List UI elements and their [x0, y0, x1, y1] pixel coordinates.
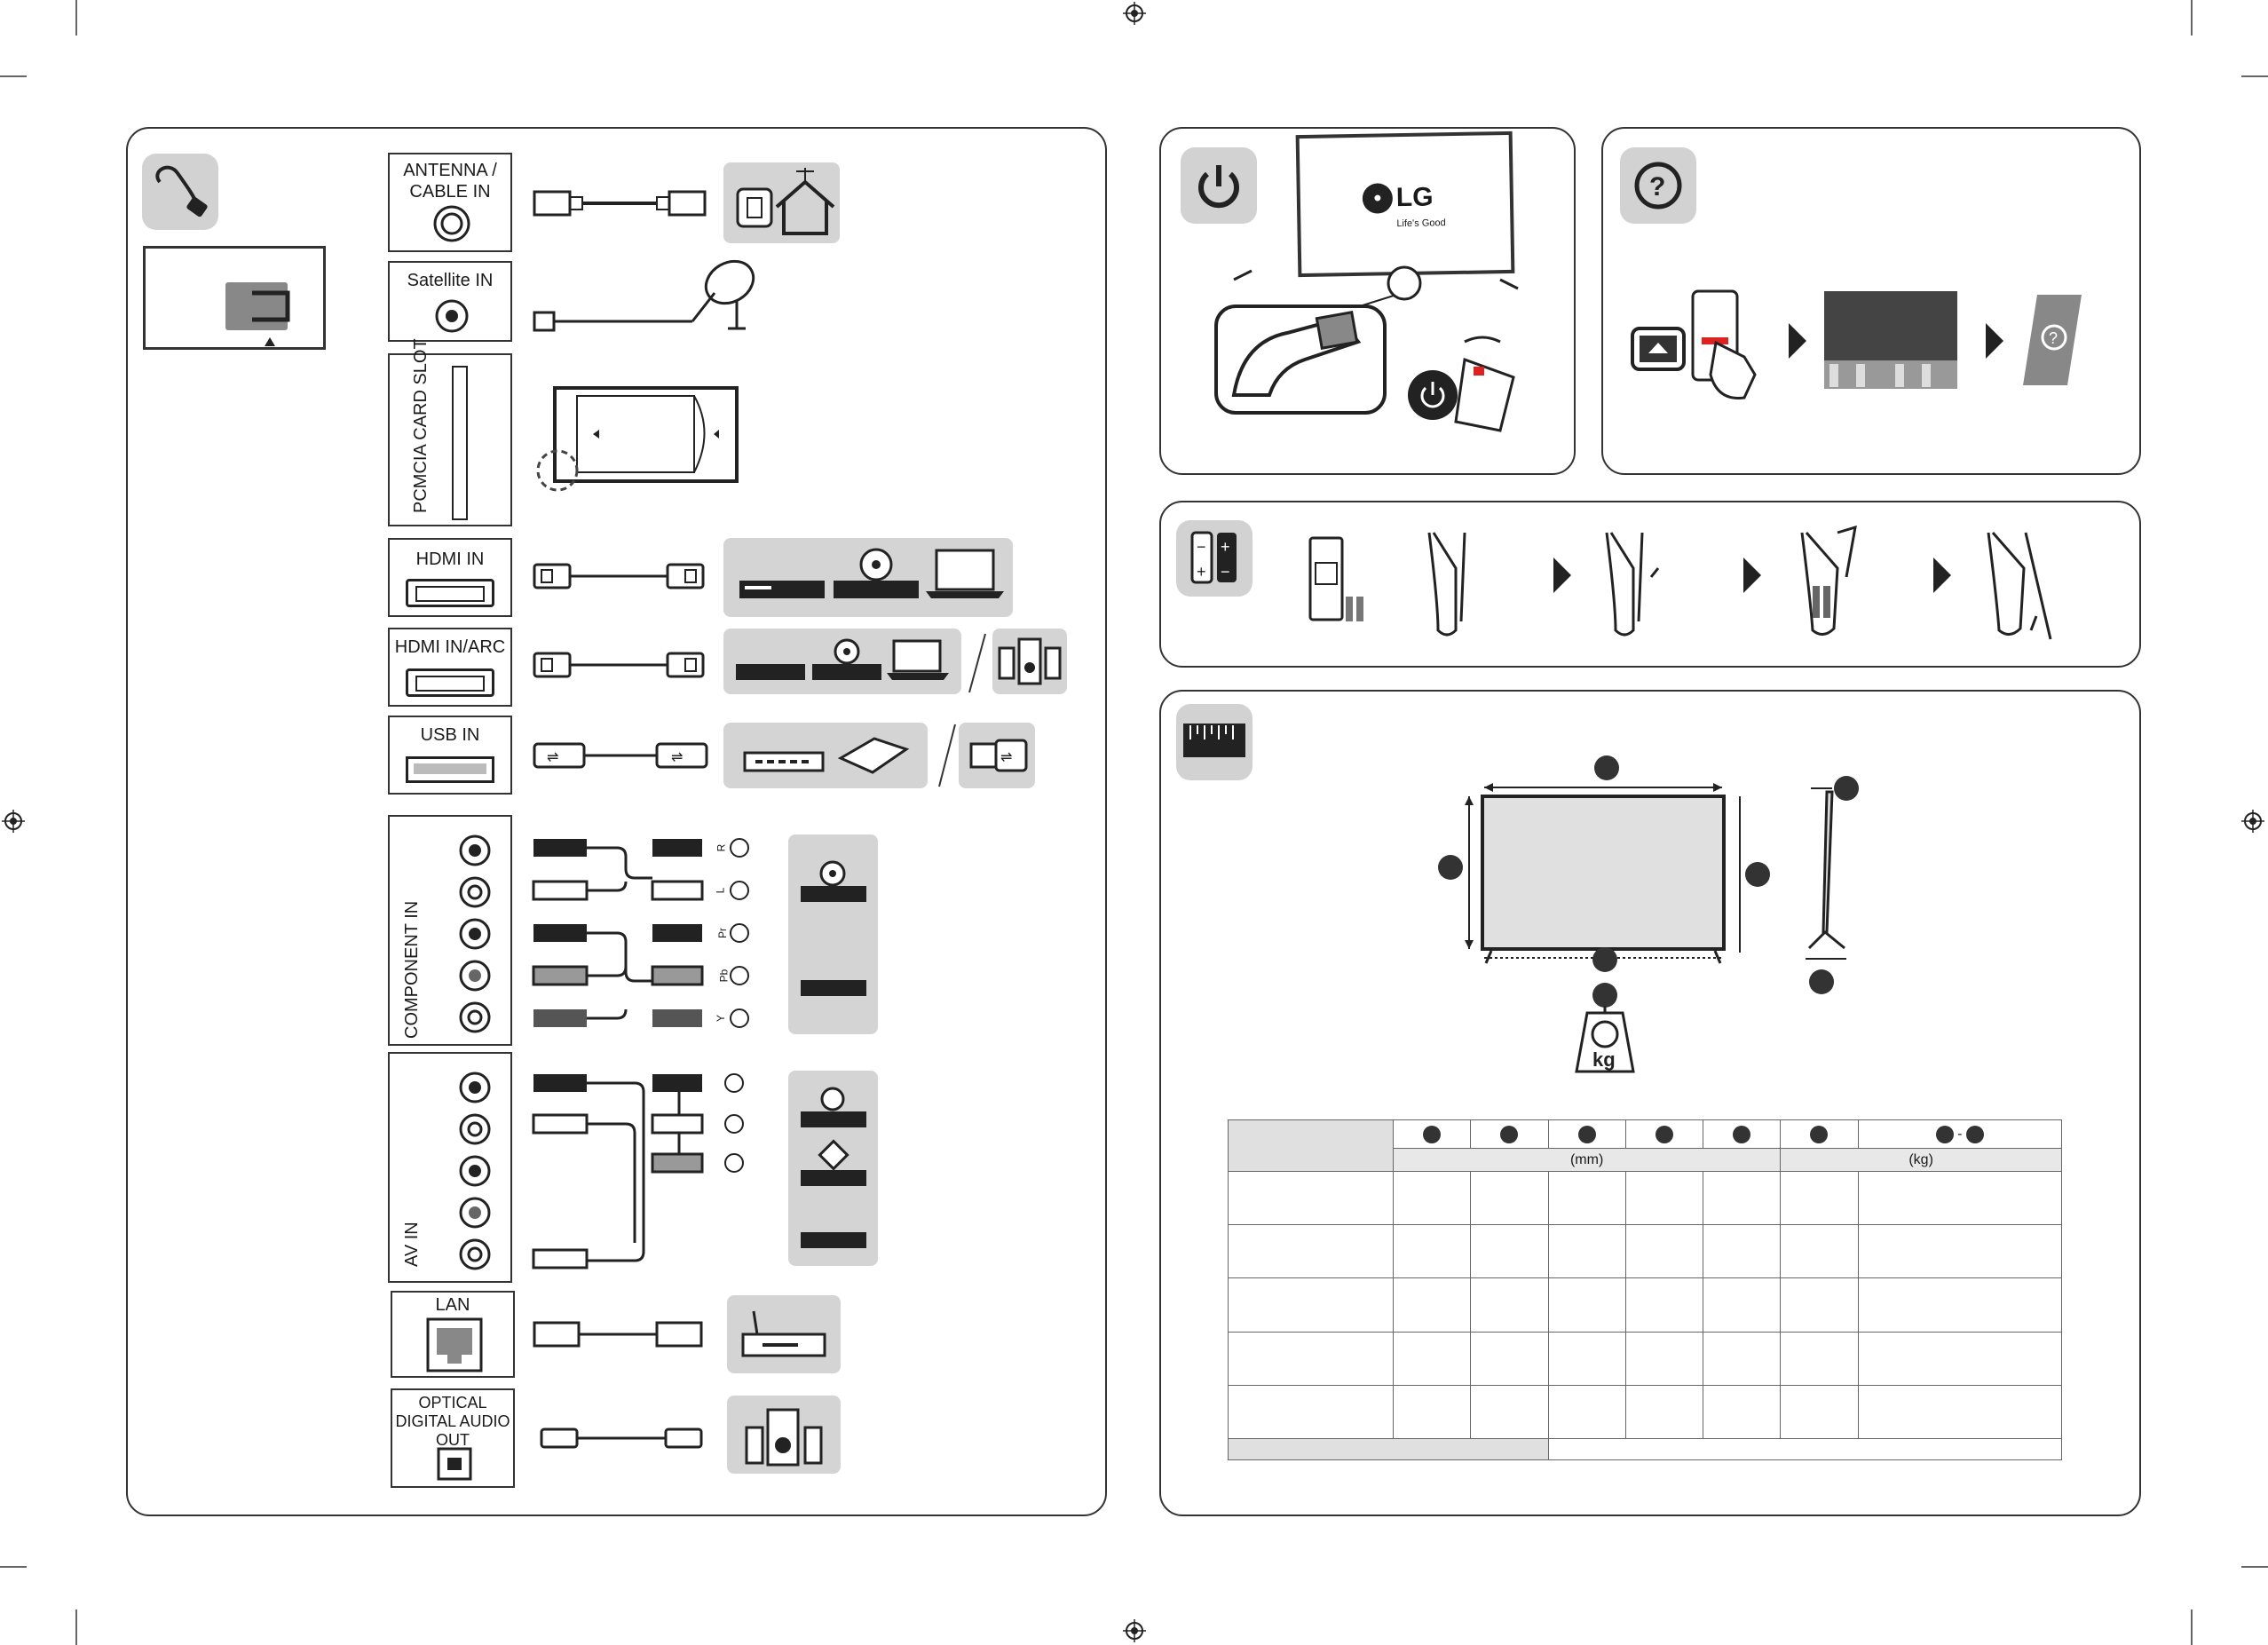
audio-system-zone — [727, 1396, 841, 1474]
remote-back-open — [1607, 533, 1658, 635]
battery-steps — [1305, 524, 2122, 657]
svg-text:?: ? — [2049, 329, 2058, 347]
optical-port-box: OPTICAL DIGITAL AUDIO OUT — [391, 1388, 515, 1488]
jack-l: L — [714, 888, 726, 894]
step-arrow-1 — [1553, 558, 1571, 593]
hdmi-arc-port-box: HDMI IN/ARC — [388, 628, 512, 707]
tv-back-diagram — [143, 246, 326, 350]
usb-hub-icon — [745, 753, 823, 771]
battery-icon: −++− — [1176, 520, 1253, 597]
satellite-port-box: Satellite IN — [388, 261, 512, 342]
hdmi-arc-label: HDMI IN/ARC — [390, 637, 510, 658]
usb-stick-icon: ⇌ — [959, 723, 1035, 788]
hard-drive-icon — [841, 739, 906, 772]
svg-text:+: + — [1197, 563, 1206, 581]
antenna-port-box: ANTENNA / CABLE IN — [388, 153, 512, 252]
component-port-box: COMPONENT IN — [388, 815, 512, 1046]
router-zone — [727, 1295, 841, 1373]
laptop-icon — [926, 550, 1004, 598]
step-arrow-3 — [1933, 558, 1951, 593]
remote-back-1 — [1429, 533, 1465, 635]
settop-box-icon — [739, 581, 825, 598]
hdmi-cable-2 — [533, 648, 719, 684]
ethernet-port-icon — [392, 1293, 517, 1380]
usb-devices-zone — [723, 723, 928, 788]
units-mm: (mm) — [1394, 1149, 1781, 1172]
usb-cable: ⇌ ⇌ — [533, 739, 719, 774]
svg-text:?: ? — [1649, 172, 1665, 202]
usb-port-box: USB IN — [388, 716, 512, 795]
help-card-icon: ? — [2023, 295, 2082, 385]
hdmi-arc-devices-zone — [723, 629, 961, 694]
jack-y: Y — [715, 1015, 727, 1022]
step-arrow-2 — [1743, 558, 1761, 593]
help-steps: ? — [1629, 286, 2135, 419]
pcmcia-port-box: PCMCIA CARD SLOT — [388, 353, 512, 526]
svg-text:⇌: ⇌ — [547, 750, 558, 765]
scale-unit-label: kg — [1592, 1048, 1616, 1071]
svg-text:⇌: ⇌ — [671, 750, 683, 765]
optical-cable — [533, 1420, 719, 1456]
lan-cable — [533, 1317, 719, 1353]
brand-slogan: Life's Good — [1396, 217, 1446, 229]
satellite-dish-cable — [533, 257, 772, 346]
help-question-icon: ? — [1620, 147, 1696, 224]
remote-and-batteries — [1310, 538, 1363, 621]
speaker-icon — [992, 629, 1067, 694]
coax-cable — [533, 186, 719, 222]
pcmcia-label: PCMCIA CARD SLOT — [411, 338, 431, 513]
usb-stick-zone: ⇌ — [959, 723, 1035, 788]
usb-label: USB IN — [390, 724, 510, 746]
arrow-right-icon-2 — [1986, 323, 2003, 359]
arrow-right-icon — [1789, 323, 1806, 359]
tv-dimension-drawing: kg — [1429, 750, 1837, 1079]
component-devices-zone — [788, 834, 878, 1034]
dvd-player-icon — [834, 550, 919, 598]
slash-divider-1 — [964, 632, 991, 694]
av-cables — [528, 1065, 759, 1269]
av-devices-zone — [788, 1071, 878, 1266]
svg-text:+: + — [1221, 538, 1230, 556]
remote-back-closed — [1988, 533, 2051, 639]
lg-logo: ● LG — [1363, 182, 1434, 213]
svg-text:−: − — [1221, 563, 1230, 581]
ci-module-card — [533, 384, 746, 499]
power-button-illustration — [1207, 253, 1545, 457]
power-icon — [1181, 147, 1257, 224]
remote-battery-insert — [1802, 527, 1855, 635]
router-icon — [727, 1295, 841, 1373]
jack-pb: Pb — [717, 969, 730, 983]
slash-divider-2 — [934, 723, 960, 788]
svg-text:−: − — [1197, 538, 1206, 556]
tv-side-drawing — [1793, 772, 1882, 1003]
hdmi-devices-zone — [723, 538, 1013, 617]
component-jack-labels: R L Pr Pb Y — [717, 838, 731, 1051]
lan-port-box: LAN — [391, 1291, 515, 1378]
jack-pr: Pr — [716, 928, 729, 938]
units-kg: (kg) — [1781, 1149, 2062, 1172]
brand-name: LG — [1396, 182, 1434, 213]
av-port-box: AV IN — [388, 1052, 512, 1283]
hdmi-cable-1 — [533, 559, 719, 595]
ruler-icon — [1176, 704, 1253, 780]
cable-icon — [142, 154, 218, 230]
hdmi-label: HDMI IN — [390, 549, 510, 570]
remote-hand-icon — [1693, 291, 1755, 398]
soundbar-zone — [992, 629, 1067, 694]
svg-text:⇌: ⇌ — [1000, 750, 1012, 765]
tv-menu-screen — [1824, 291, 1957, 389]
antenna-house-zone — [723, 162, 840, 243]
house-antenna-icon — [723, 162, 840, 243]
audio-speakers-icon — [727, 1396, 841, 1474]
dimensions-table: - (mm) (kg) — [1228, 1119, 2062, 1460]
hdmi-port-box: HDMI IN — [388, 538, 512, 617]
jack-r: R — [715, 844, 727, 852]
home-button-icon — [1632, 328, 1684, 369]
